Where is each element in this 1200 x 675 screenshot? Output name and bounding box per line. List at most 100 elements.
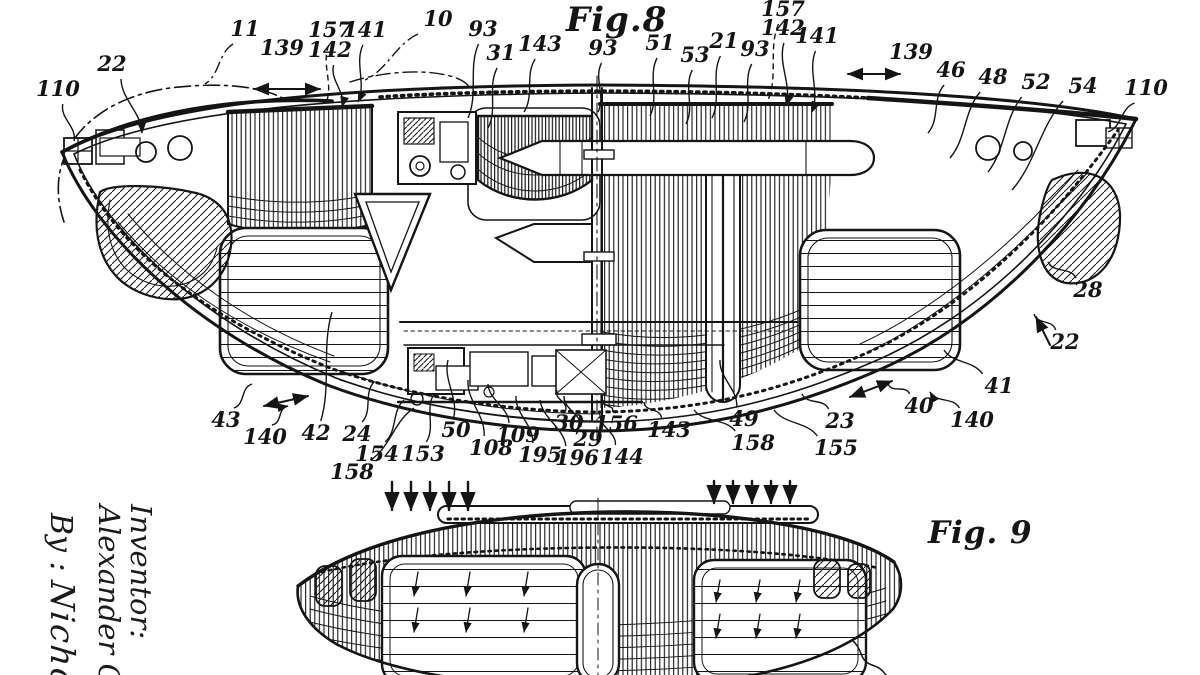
left-window bbox=[95, 185, 233, 301]
ref-numeral-153: 153 bbox=[401, 441, 445, 466]
leader-line bbox=[425, 393, 435, 443]
leader-line bbox=[1011, 100, 1064, 191]
right-window bbox=[1036, 171, 1122, 285]
leader-line bbox=[384, 399, 405, 443]
leader-line bbox=[357, 44, 367, 103]
ref-numeral-142: 142 bbox=[308, 37, 352, 62]
ref-numeral-48: 48 bbox=[978, 64, 1008, 89]
right-fuel-tank bbox=[798, 228, 962, 372]
flow-arrows bbox=[253, 67, 1051, 409]
leader-line bbox=[801, 393, 830, 410]
ref-numeral-21: 21 bbox=[708, 28, 738, 53]
rivet-band-bottom bbox=[78, 128, 1120, 414]
leader-line bbox=[467, 379, 485, 437]
ref-numeral-42: 42 bbox=[301, 420, 330, 445]
ref-numeral-110: 110 bbox=[1124, 75, 1168, 100]
ref-numeral-156: 156 bbox=[594, 411, 638, 436]
ref-numeral-50: 50 bbox=[441, 417, 471, 442]
gear bbox=[450, 164, 466, 180]
machinery-bay bbox=[397, 111, 477, 185]
leader-line bbox=[233, 383, 253, 409]
leader-line bbox=[1033, 313, 1057, 331]
ref-numeral-109: 109 bbox=[496, 422, 540, 447]
leader-line bbox=[743, 63, 753, 123]
down-arrow-icon bbox=[753, 579, 762, 603]
down-arrow-icon bbox=[463, 607, 472, 633]
rivet-band-top bbox=[378, 89, 870, 100]
panel-flow-arrows bbox=[411, 571, 802, 639]
signature-script: Nichols bbox=[43, 579, 82, 675]
span-arrow-icon bbox=[263, 393, 309, 409]
left-fan-louvers bbox=[225, 103, 375, 235]
leader-line bbox=[1107, 102, 1135, 133]
ref-numeral-144: 144 bbox=[600, 444, 644, 469]
cutoff-leader bbox=[851, 639, 888, 675]
figure9-drawing bbox=[296, 479, 903, 675]
ref-numeral-110: 110 bbox=[36, 76, 80, 101]
porthole bbox=[135, 141, 157, 163]
down-arrow-icon bbox=[793, 613, 802, 639]
ref-numeral-140: 140 bbox=[950, 407, 994, 432]
ref-numeral-40: 40 bbox=[904, 393, 934, 418]
inventor-label: Inventor: bbox=[124, 504, 158, 640]
hull-outline-inner bbox=[72, 92, 1128, 423]
center-keel bbox=[575, 497, 621, 675]
ref-numeral-52: 52 bbox=[1021, 69, 1050, 94]
ref-numeral-51: 51 bbox=[645, 30, 674, 55]
ref-numeral-10: 10 bbox=[423, 6, 453, 31]
ref-numeral-46: 46 bbox=[936, 57, 966, 82]
ref-numeral-139: 139 bbox=[889, 39, 933, 64]
support-pylon bbox=[353, 192, 432, 294]
attorney-signature-line: By : Nichols bbox=[43, 513, 82, 675]
ref-numeral-195: 195 bbox=[518, 442, 562, 467]
hull-outline-outer bbox=[60, 83, 1139, 433]
leader-line bbox=[487, 67, 498, 129]
leader-line bbox=[361, 381, 375, 423]
inventor-name: Alexander G bbox=[92, 505, 126, 675]
leader-line bbox=[555, 389, 567, 412]
gearbox-assembly bbox=[396, 321, 799, 406]
leader-line bbox=[943, 349, 984, 375]
span-arrow-icon bbox=[849, 380, 893, 398]
hull9-top-edge bbox=[296, 510, 896, 588]
ref-numeral-143: 143 bbox=[518, 31, 562, 56]
porthole bbox=[1013, 141, 1033, 161]
ref-numeral-54: 54 bbox=[1068, 73, 1097, 98]
ref-numeral-143: 143 bbox=[647, 417, 691, 442]
ref-numeral-49: 49 bbox=[729, 406, 759, 431]
leader-line bbox=[515, 395, 534, 444]
leader-line bbox=[811, 50, 821, 113]
ref-numeral-141: 141 bbox=[343, 17, 387, 42]
leader-line bbox=[446, 359, 456, 419]
leader-line bbox=[1047, 261, 1077, 279]
leader-line bbox=[320, 311, 333, 422]
down-arrow-icon bbox=[521, 571, 530, 597]
ref-numeral-154: 154 bbox=[355, 441, 399, 466]
ref-numeral-30: 30 bbox=[554, 410, 584, 435]
deck-edge-right bbox=[865, 95, 1139, 122]
leader-line bbox=[563, 395, 582, 428]
rivet-band bbox=[320, 546, 880, 574]
ref-numeral-93: 93 bbox=[740, 36, 769, 61]
leader-line bbox=[643, 401, 663, 419]
fig8-title: Fig.8 bbox=[566, 0, 668, 40]
ref-numeral-139: 139 bbox=[260, 35, 304, 60]
ref-numeral-158: 158 bbox=[731, 430, 775, 455]
fig9-title: Fig. 9 bbox=[928, 515, 1033, 551]
leader-line bbox=[773, 409, 818, 437]
leader-line bbox=[929, 391, 961, 409]
leader-line bbox=[325, 44, 330, 104]
leader-line bbox=[927, 84, 945, 134]
ref-numeral-22: 22 bbox=[96, 51, 126, 76]
leader-line bbox=[61, 103, 75, 142]
phantom-outline-canopy bbox=[349, 71, 471, 89]
up-arrow-icon bbox=[1035, 316, 1051, 346]
gear bbox=[409, 155, 431, 177]
leader-line bbox=[204, 43, 234, 85]
leader-line bbox=[887, 383, 911, 395]
leader-line bbox=[719, 359, 738, 408]
ref-numeral-157: 157 bbox=[761, 0, 805, 21]
leader-line bbox=[597, 62, 603, 113]
